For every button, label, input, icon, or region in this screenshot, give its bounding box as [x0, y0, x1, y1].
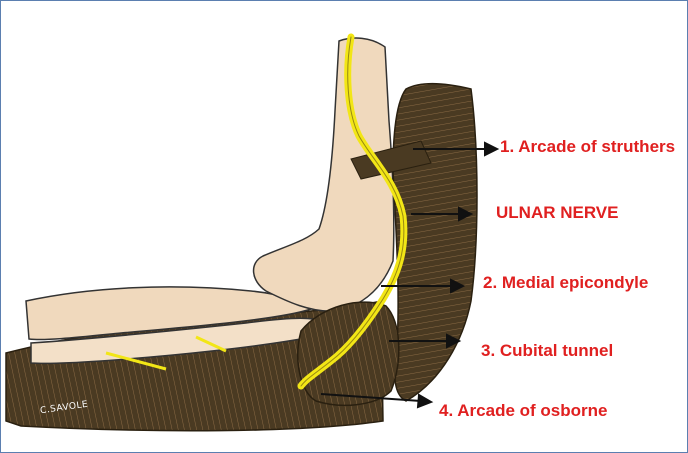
label-ulnar-nerve: ULNAR NERVE — [496, 203, 618, 223]
label-cubital-tunnel: 3. Cubital tunnel — [481, 341, 613, 361]
label-arcade-of-osborne: 4. Arcade of osborne — [439, 401, 607, 421]
label-medial-epicondyle: 2. Medial epicondyle — [483, 273, 648, 293]
label-arcade-of-struthers: 1. Arcade of struthers — [500, 137, 675, 157]
